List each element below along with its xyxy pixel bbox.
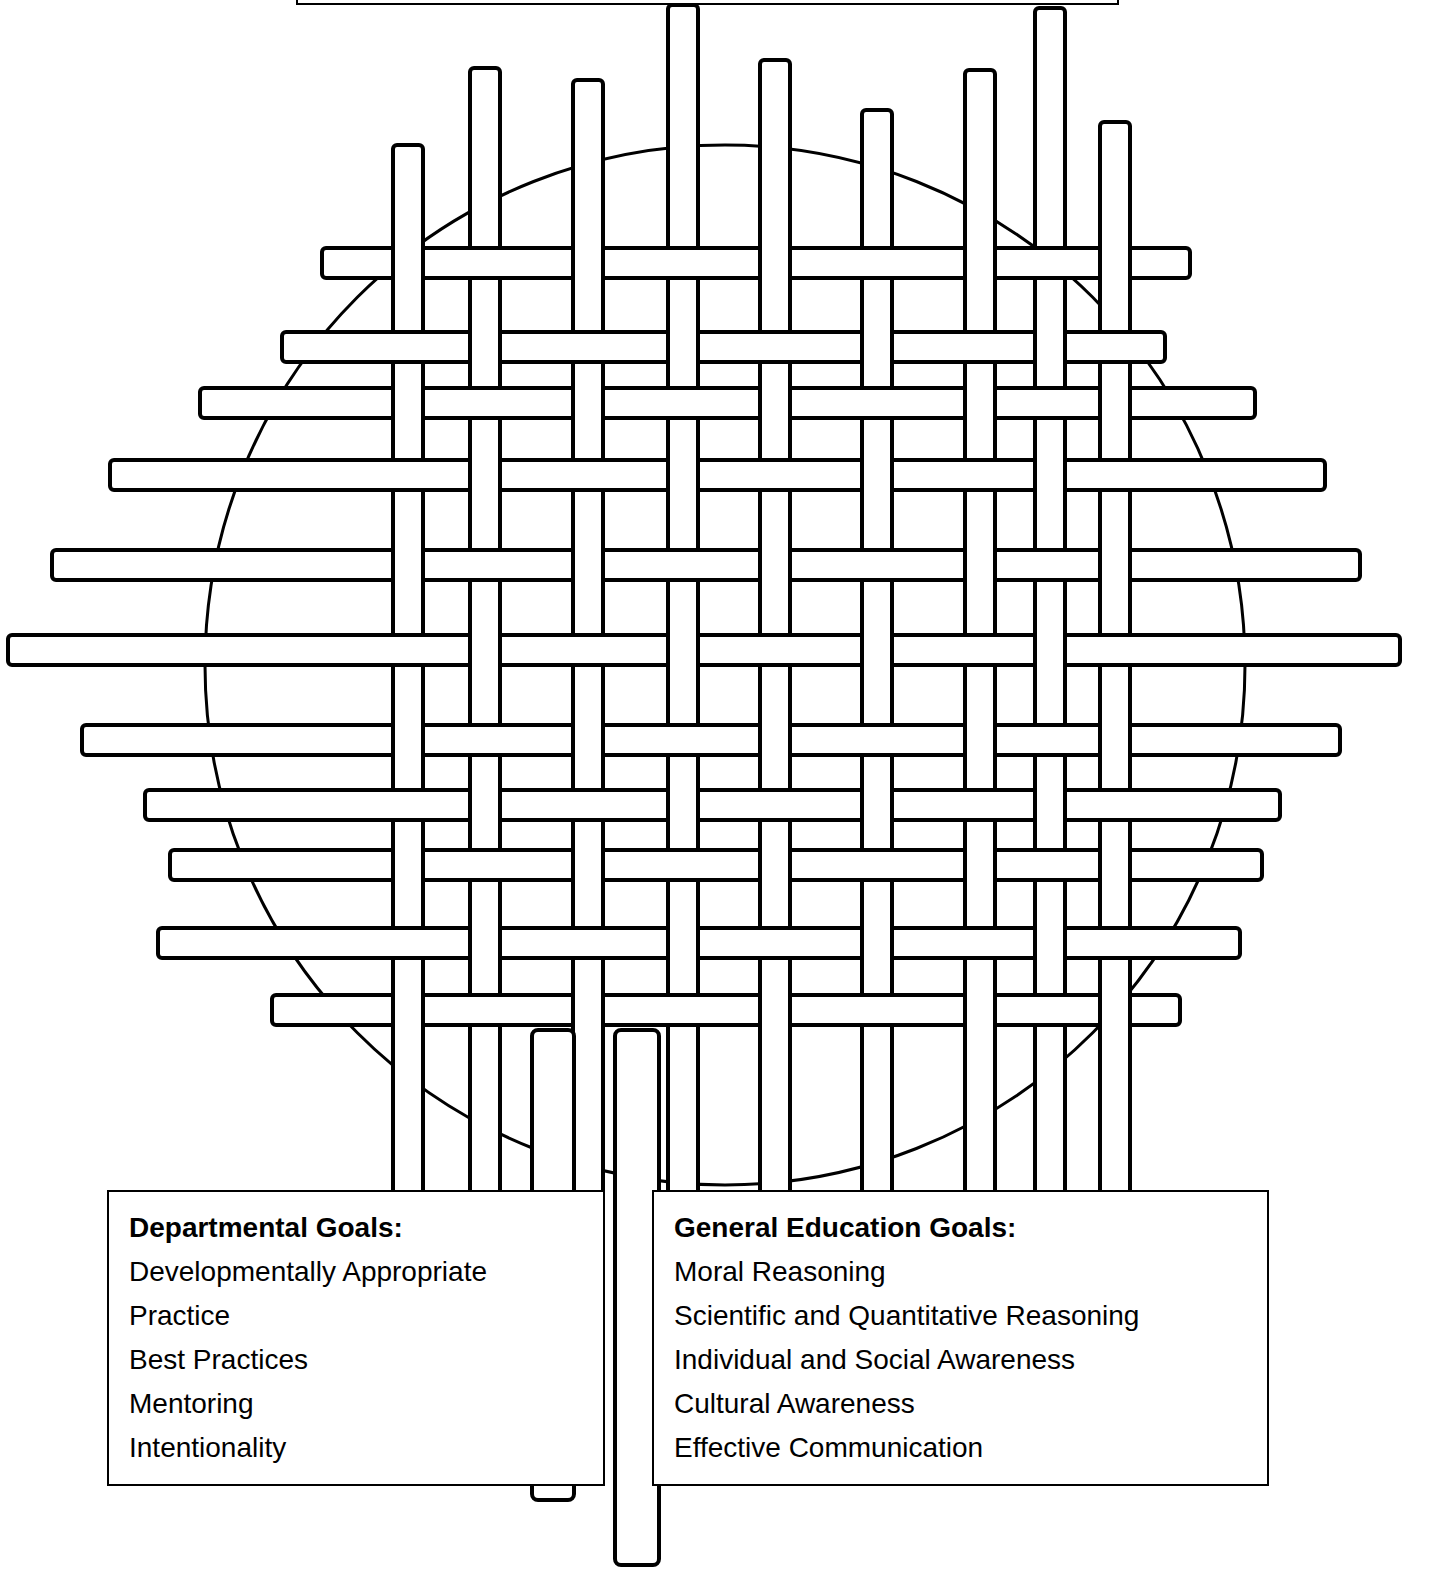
goal-item: Moral Reasoning bbox=[674, 1250, 1247, 1294]
goal-item: Best Practices bbox=[129, 1338, 583, 1382]
goals-box: General Education Goals:Moral ReasoningS… bbox=[652, 1190, 1269, 1486]
weave-crossings bbox=[393, 246, 1130, 1027]
goal-item: Mentoring bbox=[129, 1382, 583, 1426]
horizontal-strips bbox=[8, 248, 1400, 1025]
box-heading: Departmental Goals: bbox=[129, 1206, 583, 1250]
top-frame bbox=[297, 0, 1118, 4]
goal-item: Cultural Awareness bbox=[674, 1382, 1247, 1426]
goal-item: Developmentally Appropriate Practice bbox=[129, 1250, 583, 1338]
goal-item: Effective Communication bbox=[674, 1426, 1247, 1470]
goal-item: Intentionality bbox=[129, 1426, 583, 1470]
goals-box: Departmental Goals:Developmentally Appro… bbox=[107, 1190, 605, 1486]
goal-item: Scientific and Quantitative Reasoning bbox=[674, 1294, 1247, 1338]
box-heading: General Education Goals: bbox=[674, 1206, 1247, 1250]
goal-item: Individual and Social Awareness bbox=[674, 1338, 1247, 1382]
